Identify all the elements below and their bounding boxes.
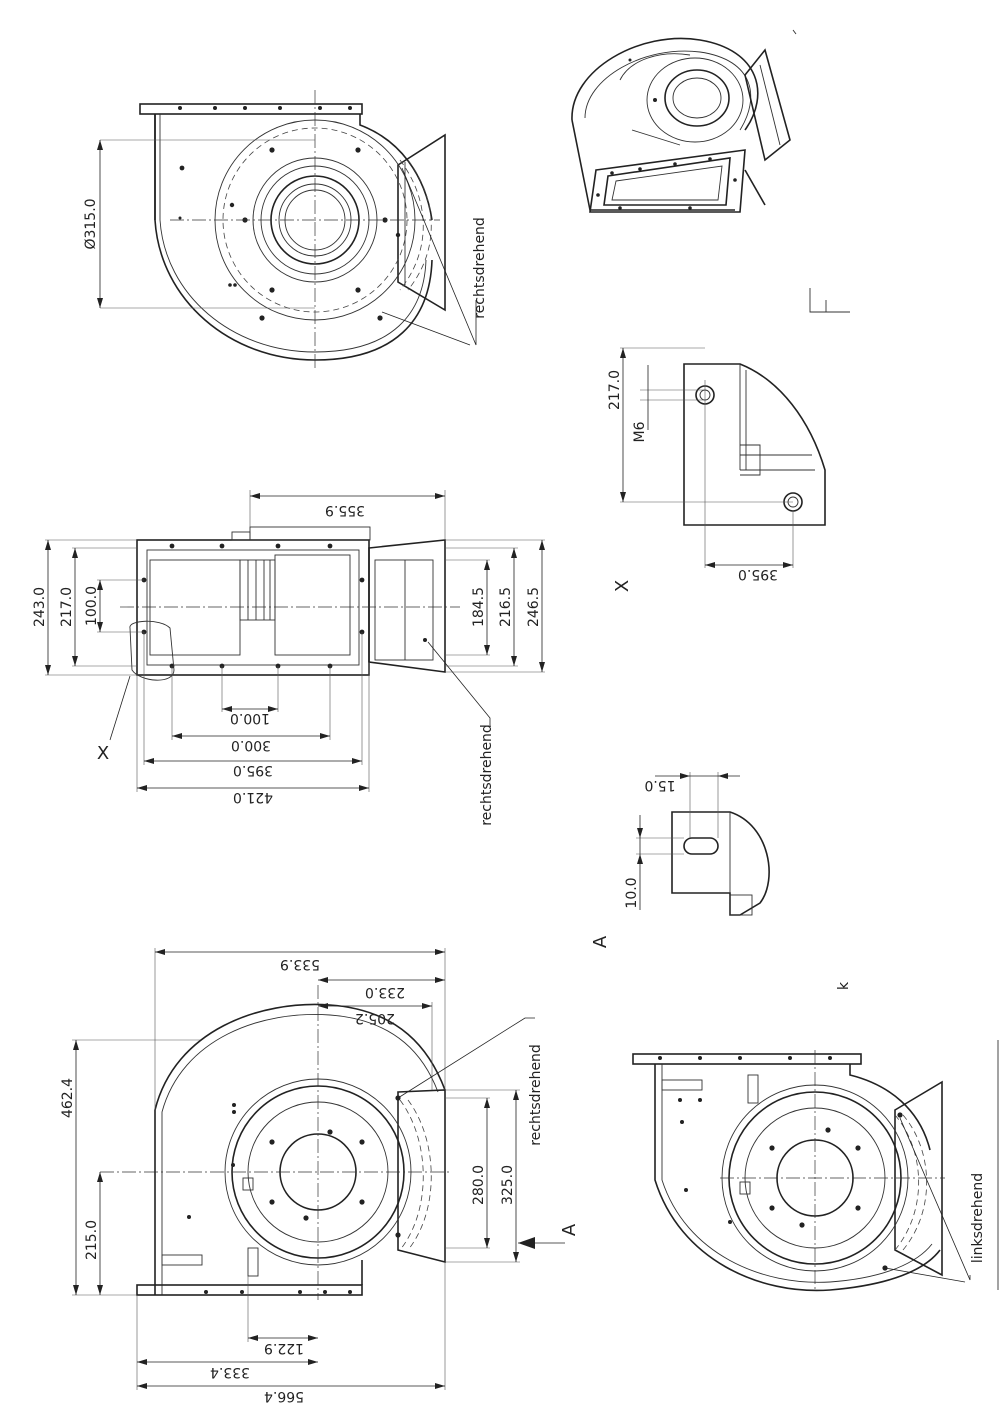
dim-122-9: 122.9 [264, 1340, 304, 1356]
dim-233-0: 233.0 [365, 984, 405, 1000]
thread-m6: M6 [632, 421, 648, 442]
dim-280-0: 280.0 [471, 1165, 487, 1205]
side-view: X 355.9 243.0 217.0 100.0 184.5 [32, 490, 545, 826]
dim-217-0-side: 217.0 [59, 587, 75, 627]
rotation-label-side: rechtsdrehend [479, 724, 495, 826]
arrow-a-label: A [559, 1223, 580, 1236]
left-hand-view: linksdrehend [632, 1050, 986, 1292]
rotation-label-left: linksdrehend [970, 1173, 986, 1263]
dim-215-0: 215.0 [84, 1220, 100, 1260]
dim-300-0: 300.0 [231, 737, 271, 753]
dim-246-5: 246.5 [526, 587, 542, 627]
dim-421-0: 421.0 [233, 789, 273, 805]
dim-205-2: 205.2 [355, 1010, 395, 1026]
detail-x-marker: X [97, 743, 109, 764]
dim-217-0-detail: 217.0 [607, 370, 623, 410]
rotation-label-front: rechtsdrehend [528, 1044, 544, 1146]
detail-a: 15.0 10.0 A [590, 772, 770, 948]
dim-333-4: 333.4 [210, 1364, 250, 1380]
top-view: Ø315.0 rechtsdrehend [83, 90, 488, 370]
front-view: 533.9 233.0 205.2 462.4 215.0 280.0 325.… [60, 948, 580, 1404]
diameter-label: Ø315.0 [83, 198, 99, 249]
dim-216-5: 216.5 [498, 587, 514, 627]
dim-462-4: 462.4 [60, 1078, 76, 1118]
dim-100-0-left: 100.0 [84, 586, 100, 626]
dim-243-0: 243.0 [32, 587, 48, 627]
dim-184-5: 184.5 [471, 587, 487, 627]
mark-k: k [836, 981, 852, 990]
dim-395-0-detail: 395.0 [738, 566, 778, 582]
dim-566-4: 566.4 [264, 1388, 304, 1404]
dim-533-9: 533.9 [280, 956, 320, 972]
dim-395-0-side: 395.0 [233, 762, 273, 778]
detail-x-title: X [612, 580, 633, 592]
dim-355-9: 355.9 [325, 502, 365, 518]
dim-15-0: 15.0 [644, 777, 675, 793]
dim-10-0: 10.0 [624, 877, 640, 908]
dim-100-0-bottom: 100.0 [230, 710, 270, 726]
corner-mark [809, 288, 850, 313]
isometric-view [571, 29, 797, 213]
detail-x: 217.0 M6 395.0 X [607, 347, 826, 592]
dim-325-0: 325.0 [500, 1165, 516, 1205]
rotation-label-top: rechtsdrehend [472, 217, 488, 319]
detail-a-title: A [590, 935, 611, 948]
